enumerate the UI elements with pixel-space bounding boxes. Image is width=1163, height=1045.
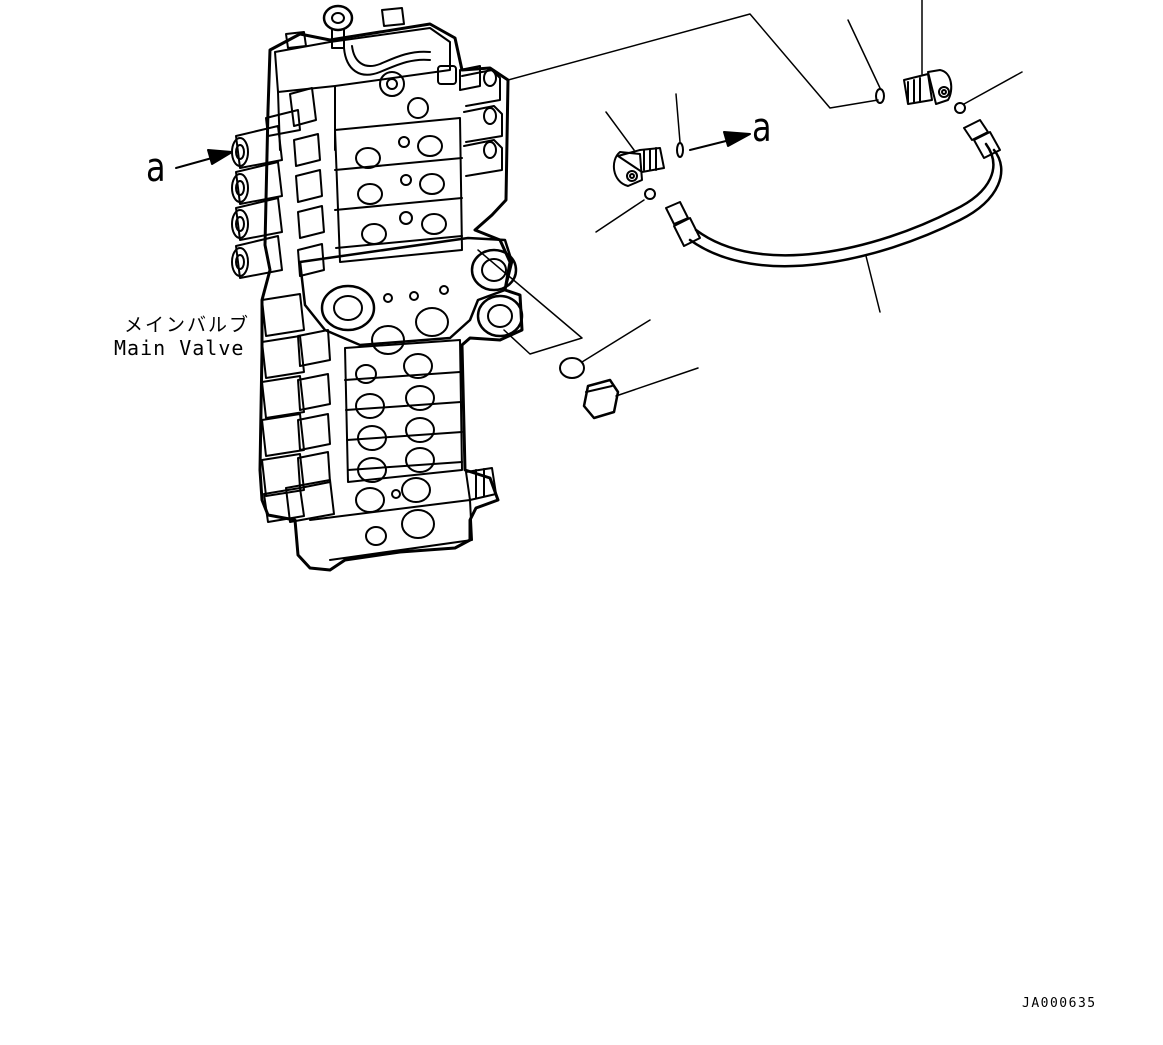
leader-o-ring-plug <box>582 320 650 362</box>
left-spool-caps <box>232 88 334 522</box>
o-ring-left-lower <box>645 189 655 199</box>
leader-o-ring-left-lower <box>596 200 644 232</box>
o-ring-upper-right <box>876 89 884 103</box>
drawing-code: JA000635 <box>1022 996 1097 1011</box>
o-ring-left <box>677 143 683 157</box>
leader-o-ring-left <box>676 94 680 142</box>
o-ring-right <box>955 103 965 113</box>
view-mark-right: a <box>752 105 772 151</box>
leader-elbow-fitting-left <box>606 112 634 150</box>
leader-o-ring-upper-right <box>848 20 880 88</box>
hose-assembly <box>666 120 1001 266</box>
component-name-en: Main Valve <box>114 336 245 360</box>
elbow-fitting-right <box>904 70 951 104</box>
plug <box>584 380 618 418</box>
component-name-jp: メインバルブ <box>124 314 251 336</box>
leader-plug <box>616 368 698 396</box>
leader-hose <box>866 256 880 312</box>
leader-body-to-oring <box>508 14 878 108</box>
main-valve-body <box>232 6 522 570</box>
arrow-view-a-left <box>176 150 232 168</box>
elbow-fitting-left <box>614 148 664 186</box>
view-mark-left: a <box>146 145 166 191</box>
arrow-view-a-right <box>690 132 750 150</box>
leader-o-ring-right <box>964 72 1022 104</box>
leader-block-to-plug <box>478 250 582 354</box>
o-ring-plug <box>560 358 584 378</box>
